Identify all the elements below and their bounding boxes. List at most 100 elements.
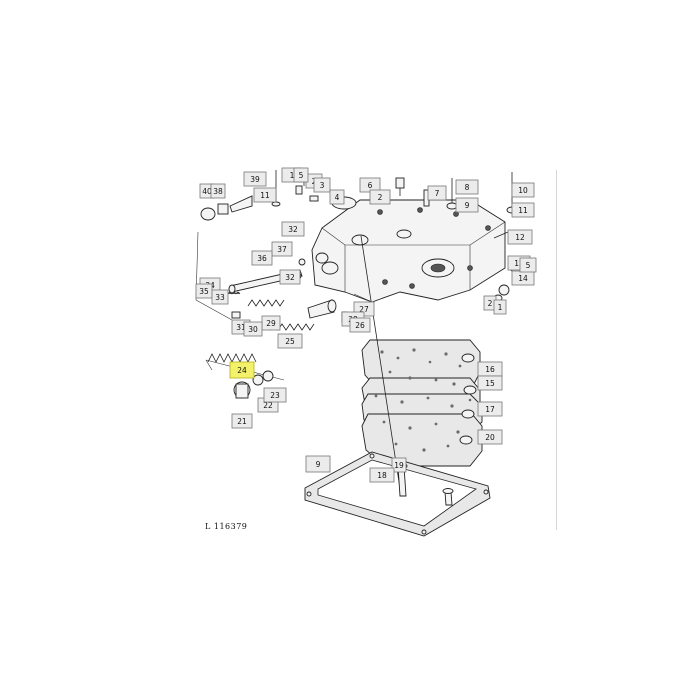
ref-callout-14: 14 bbox=[511, 270, 535, 286]
ref-label: 12 bbox=[515, 233, 525, 242]
ref-callout-35: 35 bbox=[195, 283, 213, 299]
ref-box bbox=[229, 361, 255, 379]
ref-label: 6 bbox=[368, 181, 373, 190]
ref-label: 24 bbox=[237, 366, 247, 375]
ref-callout-17: 17 bbox=[477, 401, 503, 417]
ref-callout-30: 30 bbox=[243, 321, 263, 337]
ref-label: 16 bbox=[485, 365, 495, 374]
ref-label: 18 bbox=[377, 471, 387, 480]
ref-label: 2 bbox=[488, 299, 493, 308]
ref-box bbox=[519, 257, 537, 273]
ref-label: 19 bbox=[394, 461, 404, 470]
ref-box bbox=[313, 177, 331, 193]
ref-box bbox=[277, 333, 303, 349]
ref-box bbox=[243, 171, 267, 187]
ref-label: 30 bbox=[248, 325, 258, 334]
ref-label: 37 bbox=[277, 245, 287, 254]
ref-box bbox=[369, 467, 395, 483]
ref-label: 1 bbox=[290, 171, 295, 180]
ref-box bbox=[391, 457, 407, 473]
ref-callout-2: 2 bbox=[369, 189, 391, 205]
ref-callout-33: 33 bbox=[211, 289, 229, 305]
ref-callout-32: 32 bbox=[279, 269, 301, 285]
ref-callout-38: 38 bbox=[210, 183, 226, 199]
ref-label: 11 bbox=[260, 191, 270, 200]
ref-box bbox=[507, 229, 533, 245]
ref-label: 22 bbox=[263, 401, 273, 410]
ref-box bbox=[231, 413, 253, 429]
ref-label: 2 bbox=[378, 193, 383, 202]
ref-callout-8: 8 bbox=[455, 179, 479, 195]
ref-label: 13 bbox=[514, 259, 524, 268]
ref-box bbox=[243, 321, 263, 337]
ref-label: 17 bbox=[485, 405, 495, 414]
ref-callout-1: 1 bbox=[493, 299, 507, 315]
frame-edge bbox=[556, 170, 557, 530]
valve-body bbox=[311, 199, 506, 303]
ref-callout-40: 40 bbox=[199, 183, 215, 199]
ref-callout-7: 7 bbox=[427, 185, 447, 201]
ref-callout-3: 3 bbox=[313, 177, 331, 193]
ref-label: 9 bbox=[316, 460, 321, 469]
ref-callout-32: 32 bbox=[281, 221, 305, 237]
ref-label: 10 bbox=[518, 186, 528, 195]
ref-box bbox=[511, 182, 535, 198]
ref-callout-10: 10 bbox=[511, 182, 535, 198]
ref-label: 3 bbox=[320, 181, 325, 190]
ref-callout-24: 24 bbox=[229, 361, 255, 379]
ref-callout-11: 11 bbox=[511, 202, 535, 218]
valve-spools bbox=[195, 168, 523, 399]
ref-box bbox=[477, 401, 503, 417]
ref-callout-18: 18 bbox=[369, 467, 395, 483]
ref-label: 35 bbox=[199, 287, 209, 296]
ref-box bbox=[455, 179, 479, 195]
ref-label: 25 bbox=[285, 337, 295, 346]
ref-callout-37: 37 bbox=[271, 241, 293, 257]
ref-callout-23: 23 bbox=[263, 387, 287, 403]
long-bolt bbox=[360, 235, 454, 506]
ref-box bbox=[251, 250, 273, 266]
ref-callout-21: 21 bbox=[231, 413, 253, 429]
ref-label: 5 bbox=[526, 261, 531, 270]
ref-callout-4: 4 bbox=[329, 189, 345, 205]
ref-box bbox=[511, 202, 535, 218]
ref-callout-5: 5 bbox=[293, 167, 309, 183]
ref-box bbox=[271, 241, 293, 257]
ref-callout-29: 29 bbox=[261, 315, 281, 331]
reference-callouts: 4038391112356278910114323736323435333129… bbox=[195, 167, 537, 483]
ref-box bbox=[305, 455, 331, 473]
ref-label: 32 bbox=[288, 225, 298, 234]
ref-label: 27 bbox=[359, 305, 369, 314]
ref-label: 29 bbox=[266, 319, 276, 328]
ref-callout-16: 16 bbox=[477, 361, 503, 377]
ref-callout-20: 20 bbox=[477, 429, 503, 445]
ref-callout-19: 19 bbox=[391, 457, 407, 473]
ref-label: 11 bbox=[518, 206, 528, 215]
ref-label: 36 bbox=[257, 254, 267, 263]
ref-box bbox=[211, 289, 229, 305]
ref-label: 20 bbox=[485, 433, 495, 442]
ref-label: 1 bbox=[498, 303, 503, 312]
ref-box bbox=[210, 183, 226, 199]
ref-label: 26 bbox=[355, 321, 365, 330]
ref-box bbox=[477, 429, 503, 445]
ref-callout-9: 9 bbox=[305, 455, 331, 473]
ref-label: 32 bbox=[285, 273, 295, 282]
ref-label: 5 bbox=[299, 171, 304, 180]
ref-box bbox=[293, 167, 309, 183]
ref-callout-36: 36 bbox=[251, 250, 273, 266]
ref-box bbox=[263, 387, 287, 403]
ref-callout-5: 5 bbox=[519, 257, 537, 273]
ref-box bbox=[455, 197, 479, 213]
ref-box bbox=[279, 269, 301, 285]
ref-label: 7 bbox=[435, 189, 440, 198]
ref-label: 33 bbox=[215, 293, 225, 302]
ref-box bbox=[281, 221, 305, 237]
ref-callout-9: 9 bbox=[455, 197, 479, 213]
ref-label: 15 bbox=[485, 379, 495, 388]
ref-callout-12: 12 bbox=[507, 229, 533, 245]
ref-box bbox=[369, 189, 391, 205]
ref-callout-15: 15 bbox=[477, 375, 503, 391]
ref-callout-25: 25 bbox=[277, 333, 303, 349]
figure-caption: L 116379 bbox=[205, 522, 248, 531]
